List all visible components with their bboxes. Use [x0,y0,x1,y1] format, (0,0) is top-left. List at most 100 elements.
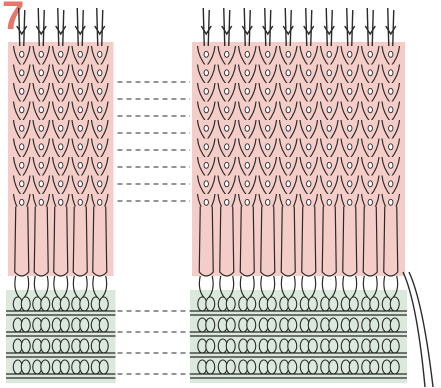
stitch-eye [348,181,352,187]
stitch-eye [368,88,372,94]
stitch-eye [389,199,393,205]
green-stitch [370,297,379,311]
stitch-eye [327,51,331,57]
long-loop [199,207,213,277]
stitch-eye [348,107,352,113]
stitch-eye [245,51,249,57]
green-stitch [329,297,338,311]
stitch-eye [59,181,63,187]
yarn-end [224,8,225,46]
green-stitch [99,297,108,311]
stitch-eye [245,125,249,131]
stitch-eye [327,144,331,150]
stitch-eye [20,107,24,113]
stitch-eye [225,107,229,113]
stitch-eye [78,88,82,94]
stitch-eye [59,88,63,94]
stitch-eye [327,88,331,94]
stitch-eye [368,162,372,168]
stitch-eye [39,181,43,187]
yarn-end [58,8,59,46]
yarn-tail [409,272,433,387]
stitch-eye [327,70,331,76]
stitch-eye [266,199,270,205]
long-loop [93,207,107,277]
stitch-eye [245,107,249,113]
stitch-eye [78,70,82,76]
stitch-eye [327,181,331,187]
green-stitch [308,297,317,311]
green-stitch [267,318,276,332]
stitch-eye [307,125,311,131]
stitch-eye [20,162,24,168]
green-stitch [288,339,297,353]
stitch-eye [286,181,290,187]
stitch-eye [39,51,43,57]
yarn-tip [324,26,334,34]
yarn-end [270,10,271,46]
stitch-eye [266,162,270,168]
green-stitch [21,297,30,311]
green-stitch [80,360,89,374]
stitch-eye [389,162,393,168]
stitch-eye [78,199,82,205]
yarn-tip [75,26,85,34]
stitch-eye [348,70,352,76]
green-stitch [329,360,338,374]
long-loop [240,207,254,277]
long-loop [302,207,316,277]
yarn-end [77,8,78,46]
stitch-eye [307,88,311,94]
stitch-eye [204,70,208,76]
green-stitch [99,318,108,332]
green-stitch [247,360,256,374]
stitch-eye [59,51,63,57]
stitch-eye [245,70,249,76]
stitch-eye [98,107,102,113]
yarn-tip [242,26,252,34]
green-stitch [288,318,297,332]
stitch-eye [20,144,24,150]
green-stitch [206,318,215,332]
yarn-tip [283,26,293,34]
stitch-eye [39,199,43,205]
stitch-eye [39,144,43,150]
stitch-eye [348,199,352,205]
stitch-eye [389,88,393,94]
stitch-eye [204,181,208,187]
stitch-eye [78,162,82,168]
stitch-eye [286,107,290,113]
stitch-eye [225,88,229,94]
stitch-eye [59,162,63,168]
green-stitch [288,360,297,374]
long-loop [15,207,29,277]
yarn-end [311,10,312,46]
yarn-tip [386,26,396,34]
long-loop [281,207,295,277]
stitch-eye [368,107,372,113]
stitch-eye [327,199,331,205]
green-stitch [80,318,89,332]
yarn-end [388,8,389,46]
stitch-eye [286,162,290,168]
yarn-end [352,10,353,46]
stitch-eye [327,107,331,113]
stitch-eye [368,51,372,57]
green-stitch [370,339,379,353]
yarn-end [372,10,373,46]
green-stitch [267,297,276,311]
stitch-eye [368,181,372,187]
stitch-eye [98,199,102,205]
green-stitch [247,339,256,353]
yarn-end [393,10,394,46]
stitch-eye [59,107,63,113]
stitch-eye [245,162,249,168]
stitch-eye [348,144,352,150]
stitch-eye [98,181,102,187]
stitch-eye [286,88,290,94]
stitch-eye [98,144,102,150]
stitch-eye [266,88,270,94]
stitch-eye [98,162,102,168]
long-loop [34,207,48,277]
